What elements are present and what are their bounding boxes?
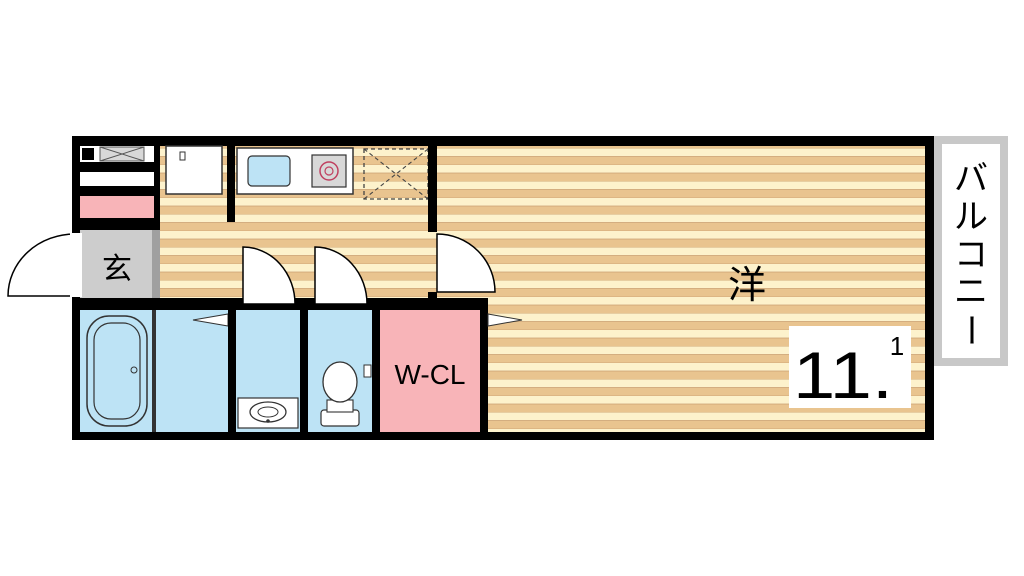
balcony-char-4: ニ [954, 272, 988, 312]
shelf-slot [80, 172, 154, 186]
area-value: 11. [793, 338, 893, 412]
drain-icon [130, 366, 138, 374]
shoe-box [80, 196, 154, 218]
closet-door [487, 313, 523, 327]
western-room-label: 洋 [728, 263, 766, 307]
hallway-floor [160, 220, 437, 300]
area-fraction: 1 [890, 331, 904, 361]
balcony-char-2: ル [954, 197, 988, 237]
balcony-label: バ ル コ ニ ー [950, 159, 990, 347]
balcony [942, 144, 1000, 358]
closet-label: W-CL [394, 359, 465, 390]
stove-icon [311, 154, 347, 188]
bathroom-wall [152, 310, 156, 432]
walk-in-closet [380, 310, 480, 432]
toilet-icon [322, 361, 358, 403]
washroom-door [242, 246, 296, 305]
toilet-door [314, 246, 368, 305]
balcony-char-5: ー [950, 313, 990, 347]
hall-living-wall [428, 146, 437, 232]
kitchen-sink [247, 155, 291, 187]
entrance-label: 玄 [102, 252, 132, 287]
refrigerator-space [363, 148, 429, 200]
washbasin-icon [249, 401, 287, 423]
balcony-char-3: コ [954, 235, 988, 275]
washing-machine-space [165, 145, 223, 195]
entrance-floor [80, 230, 154, 298]
kitchen-partition [227, 146, 235, 222]
living-room-door [436, 233, 496, 293]
balcony-char-1: バ [954, 159, 988, 199]
entry-door [7, 233, 76, 297]
area-label-bg [789, 326, 911, 408]
